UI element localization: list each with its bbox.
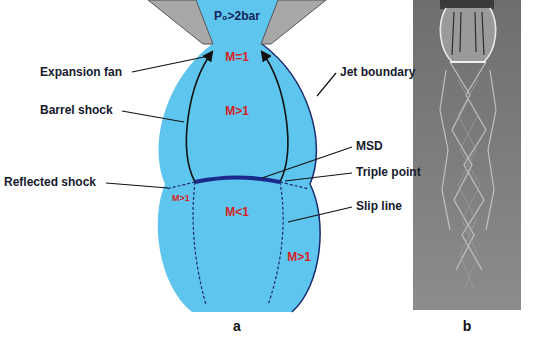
part-label: MSD — [356, 139, 383, 153]
panel-letter: b — [463, 318, 472, 335]
leader-line — [106, 183, 168, 188]
mach-label: M=1 — [225, 50, 249, 64]
mach-disk — [195, 178, 280, 183]
part-label: Slip line — [356, 199, 402, 213]
leader-line — [317, 73, 336, 96]
pressure-label: P₀>2bar — [214, 9, 260, 23]
nozzle-wall — [148, 0, 213, 44]
part-label: Barrel shock — [40, 103, 113, 117]
reflected-shock — [166, 182, 195, 189]
leader-line — [122, 111, 184, 122]
leader-line — [288, 207, 352, 222]
reflected-shock — [280, 182, 309, 189]
mach-label: M>1 — [172, 193, 190, 204]
barrel-shock — [187, 52, 212, 182]
leader-line — [262, 147, 352, 178]
slip-line — [268, 182, 283, 305]
part-label: Jet boundary — [340, 65, 415, 79]
barrel-shock — [262, 52, 288, 182]
nozzle-wall — [261, 0, 326, 44]
part-label: Triple point — [356, 165, 421, 179]
mach-label: M<1 — [225, 205, 249, 219]
panel-letter: a — [233, 318, 241, 335]
jet-region — [158, 44, 320, 312]
slip-line — [193, 182, 206, 305]
mach-label: M>1 — [287, 250, 311, 264]
mach-label: M>1 — [225, 104, 249, 118]
leader-line — [132, 57, 204, 72]
leader-line — [285, 173, 352, 181]
schlieren-image — [413, 0, 521, 310]
part-label: Expansion fan — [40, 65, 122, 79]
part-label: Reflected shock — [4, 175, 96, 189]
